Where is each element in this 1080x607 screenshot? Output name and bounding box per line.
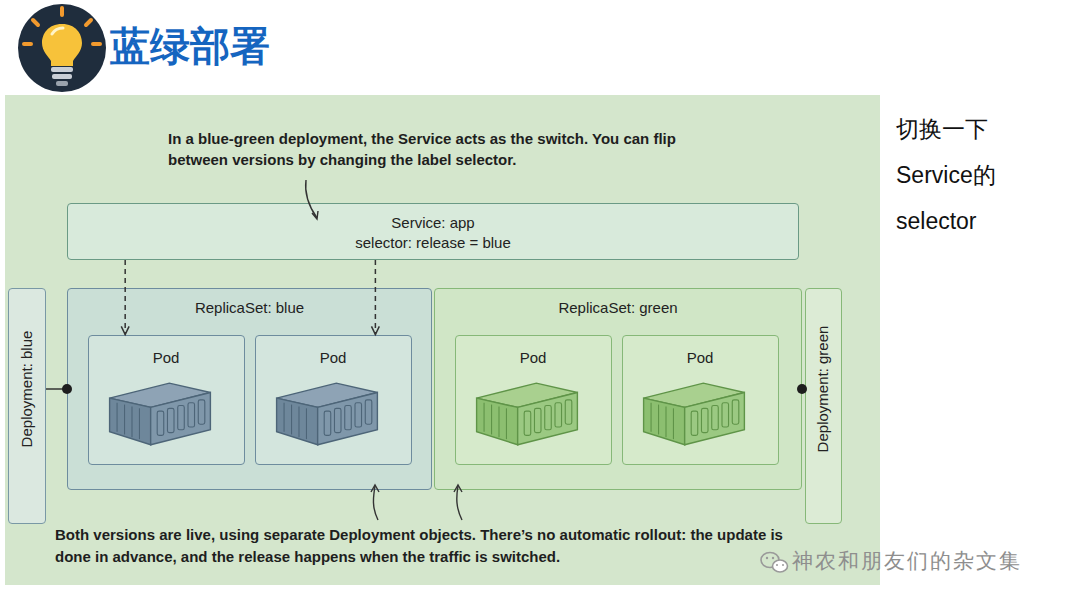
annotation-note: Both versions are live, using separate D… [55, 524, 803, 568]
box-title: ReplicaSet: blue [68, 298, 431, 318]
service-box: Service: appselector: release = blue [67, 203, 799, 260]
joint-dot [62, 384, 72, 394]
joint-dot [797, 384, 807, 394]
pod-box: Pod [455, 335, 612, 465]
box-title: Pod [456, 348, 611, 368]
replicaset-box: ReplicaSet: greenPod Pod [434, 288, 802, 490]
connector-line [802, 388, 805, 390]
page-title: 蓝绿部署 [110, 20, 270, 72]
container-figure [277, 383, 378, 445]
pod-box: Pod [88, 335, 245, 465]
box-title: Pod [89, 348, 244, 368]
wechat-icon [761, 553, 788, 573]
box-title: Pod [256, 348, 411, 368]
connector [46, 384, 72, 394]
box-body: selector: release = blue [68, 233, 798, 253]
arrow-head [371, 326, 379, 334]
container-figure [644, 383, 745, 445]
connector-line [46, 388, 67, 390]
connector-line [375, 260, 377, 335]
pod-box: Pod [255, 335, 412, 465]
replicaset-box: ReplicaSet: bluePod Pod [67, 288, 432, 490]
arrow-head [121, 326, 129, 334]
deployment-box: Deployment: blue [8, 288, 46, 524]
container-figure [110, 383, 211, 445]
watermark: 神农和朋友们的杂文集 [792, 547, 1072, 575]
connector-line [124, 260, 126, 335]
container-figure [477, 383, 578, 445]
annotation-note: In a blue-green deployment, the Service … [168, 128, 680, 170]
box-title: ReplicaSet: green [435, 298, 801, 318]
deployment-box: Deployment: green [805, 288, 842, 524]
box-title: Service: app [68, 213, 798, 233]
leader-lines [306, 180, 462, 520]
box-title: Pod [623, 348, 778, 368]
panel-ground [5, 95, 880, 585]
box-title: Deployment: blue [17, 279, 37, 499]
side-note: 切换一下 Service的 selector [896, 106, 1026, 244]
lightbulb-icon [18, 4, 106, 92]
connector [371, 260, 379, 335]
connector [121, 260, 129, 335]
connector [797, 384, 807, 394]
box-title: Deployment: green [813, 279, 833, 499]
pod-box: Pod [622, 335, 779, 465]
